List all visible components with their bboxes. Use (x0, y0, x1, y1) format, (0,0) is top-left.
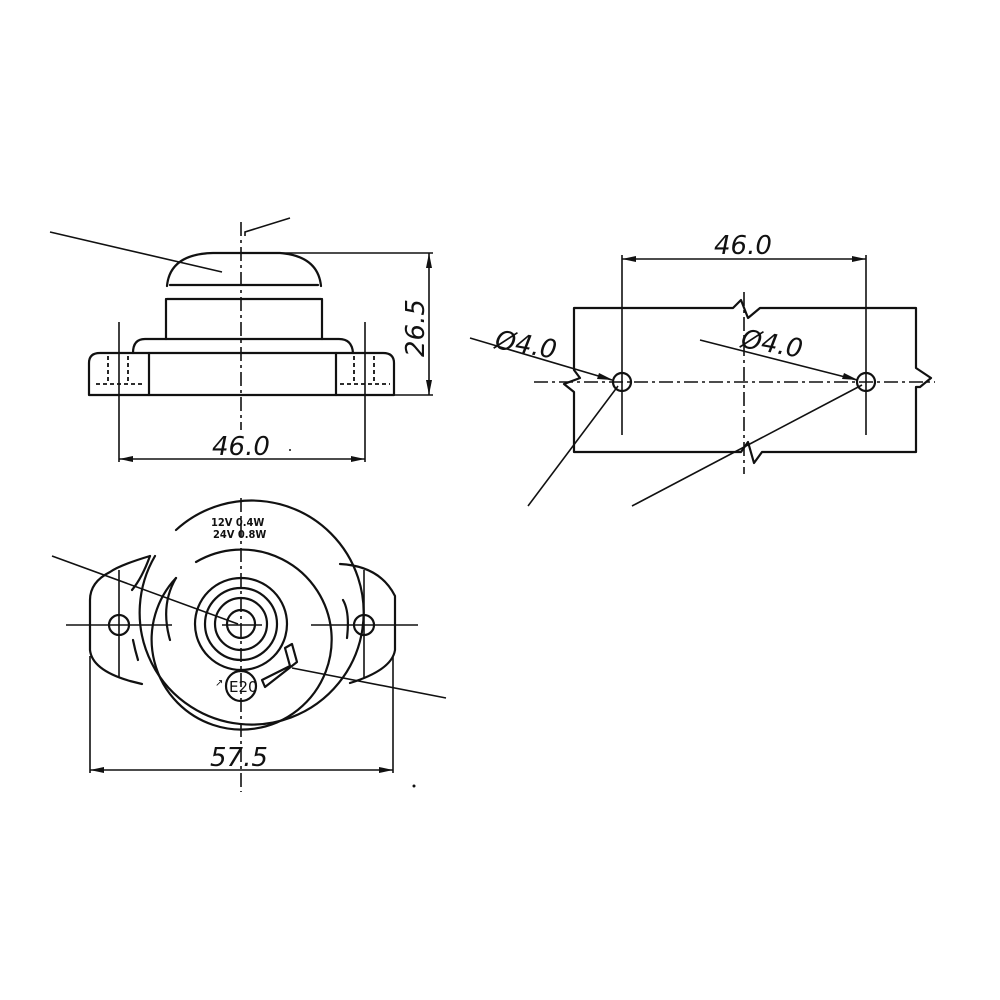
spacing-label: 46.0 (714, 231, 772, 261)
inner-arc-left (165, 576, 178, 642)
inner-housing (150, 548, 333, 731)
leader-line-diagonal-right (631, 384, 863, 507)
socket-ring-4 (225, 608, 257, 640)
e20-badge (224, 669, 258, 703)
leader-line-top (244, 217, 291, 236)
dome-lens (165, 251, 323, 288)
arrow-left (622, 256, 636, 262)
hole-left-label: Ø4.0 (492, 325, 559, 365)
socket-label: E20 (229, 678, 258, 696)
leader-line-hole-right (699, 339, 858, 381)
leader-line-socket (51, 555, 239, 625)
panel-outline (562, 298, 933, 465)
arrow-right (379, 767, 393, 773)
arrow-down (426, 380, 432, 395)
arrow-right (351, 456, 365, 462)
arrow-left (119, 456, 133, 462)
side-view: 46.0 26.5 (49, 217, 433, 462)
hidden-hole-left (96, 356, 145, 385)
leader-line-diagonal-left (527, 385, 619, 507)
leader-line-dome (49, 231, 223, 273)
left-ear-notch-bottom (131, 638, 140, 662)
socket-ring-3 (213, 596, 269, 652)
leader-line-hole-left (469, 337, 613, 381)
right-ear (338, 562, 397, 685)
rating-line-1: 12V 0.4W (211, 516, 264, 529)
outer-housing (138, 499, 365, 726)
left-ear (88, 554, 152, 686)
arrow-hole-left (597, 373, 613, 380)
speck (412, 784, 416, 788)
contact-slot (260, 642, 299, 689)
base-flange (87, 351, 396, 397)
right-ear-notch (341, 598, 349, 640)
arrow-hole-right (842, 373, 858, 380)
mounting-view: 46.0 Ø4.0 Ø4.0 (469, 231, 935, 507)
bottom-view: E20 ↗ 12V 0.4W 24V 0.8W 57.5 (51, 498, 447, 792)
arrow-up (426, 253, 432, 268)
socket-ring-2 (203, 586, 279, 662)
bottom-width-label: 57.5 (210, 743, 268, 773)
speck (289, 449, 291, 451)
body-step (131, 337, 355, 355)
left-ear-notch-top (130, 554, 152, 592)
arrow-left (90, 767, 104, 773)
arrow-right (852, 256, 866, 262)
side-height-label: 26.5 (401, 299, 431, 357)
hole-right-label: Ø4.0 (738, 324, 805, 364)
rating-line-2: 24V 0.8W (213, 528, 266, 541)
arrow-mark: ↗ (215, 678, 223, 689)
leader-line-contact (291, 667, 447, 699)
side-width-label: 46.0 (212, 432, 270, 462)
